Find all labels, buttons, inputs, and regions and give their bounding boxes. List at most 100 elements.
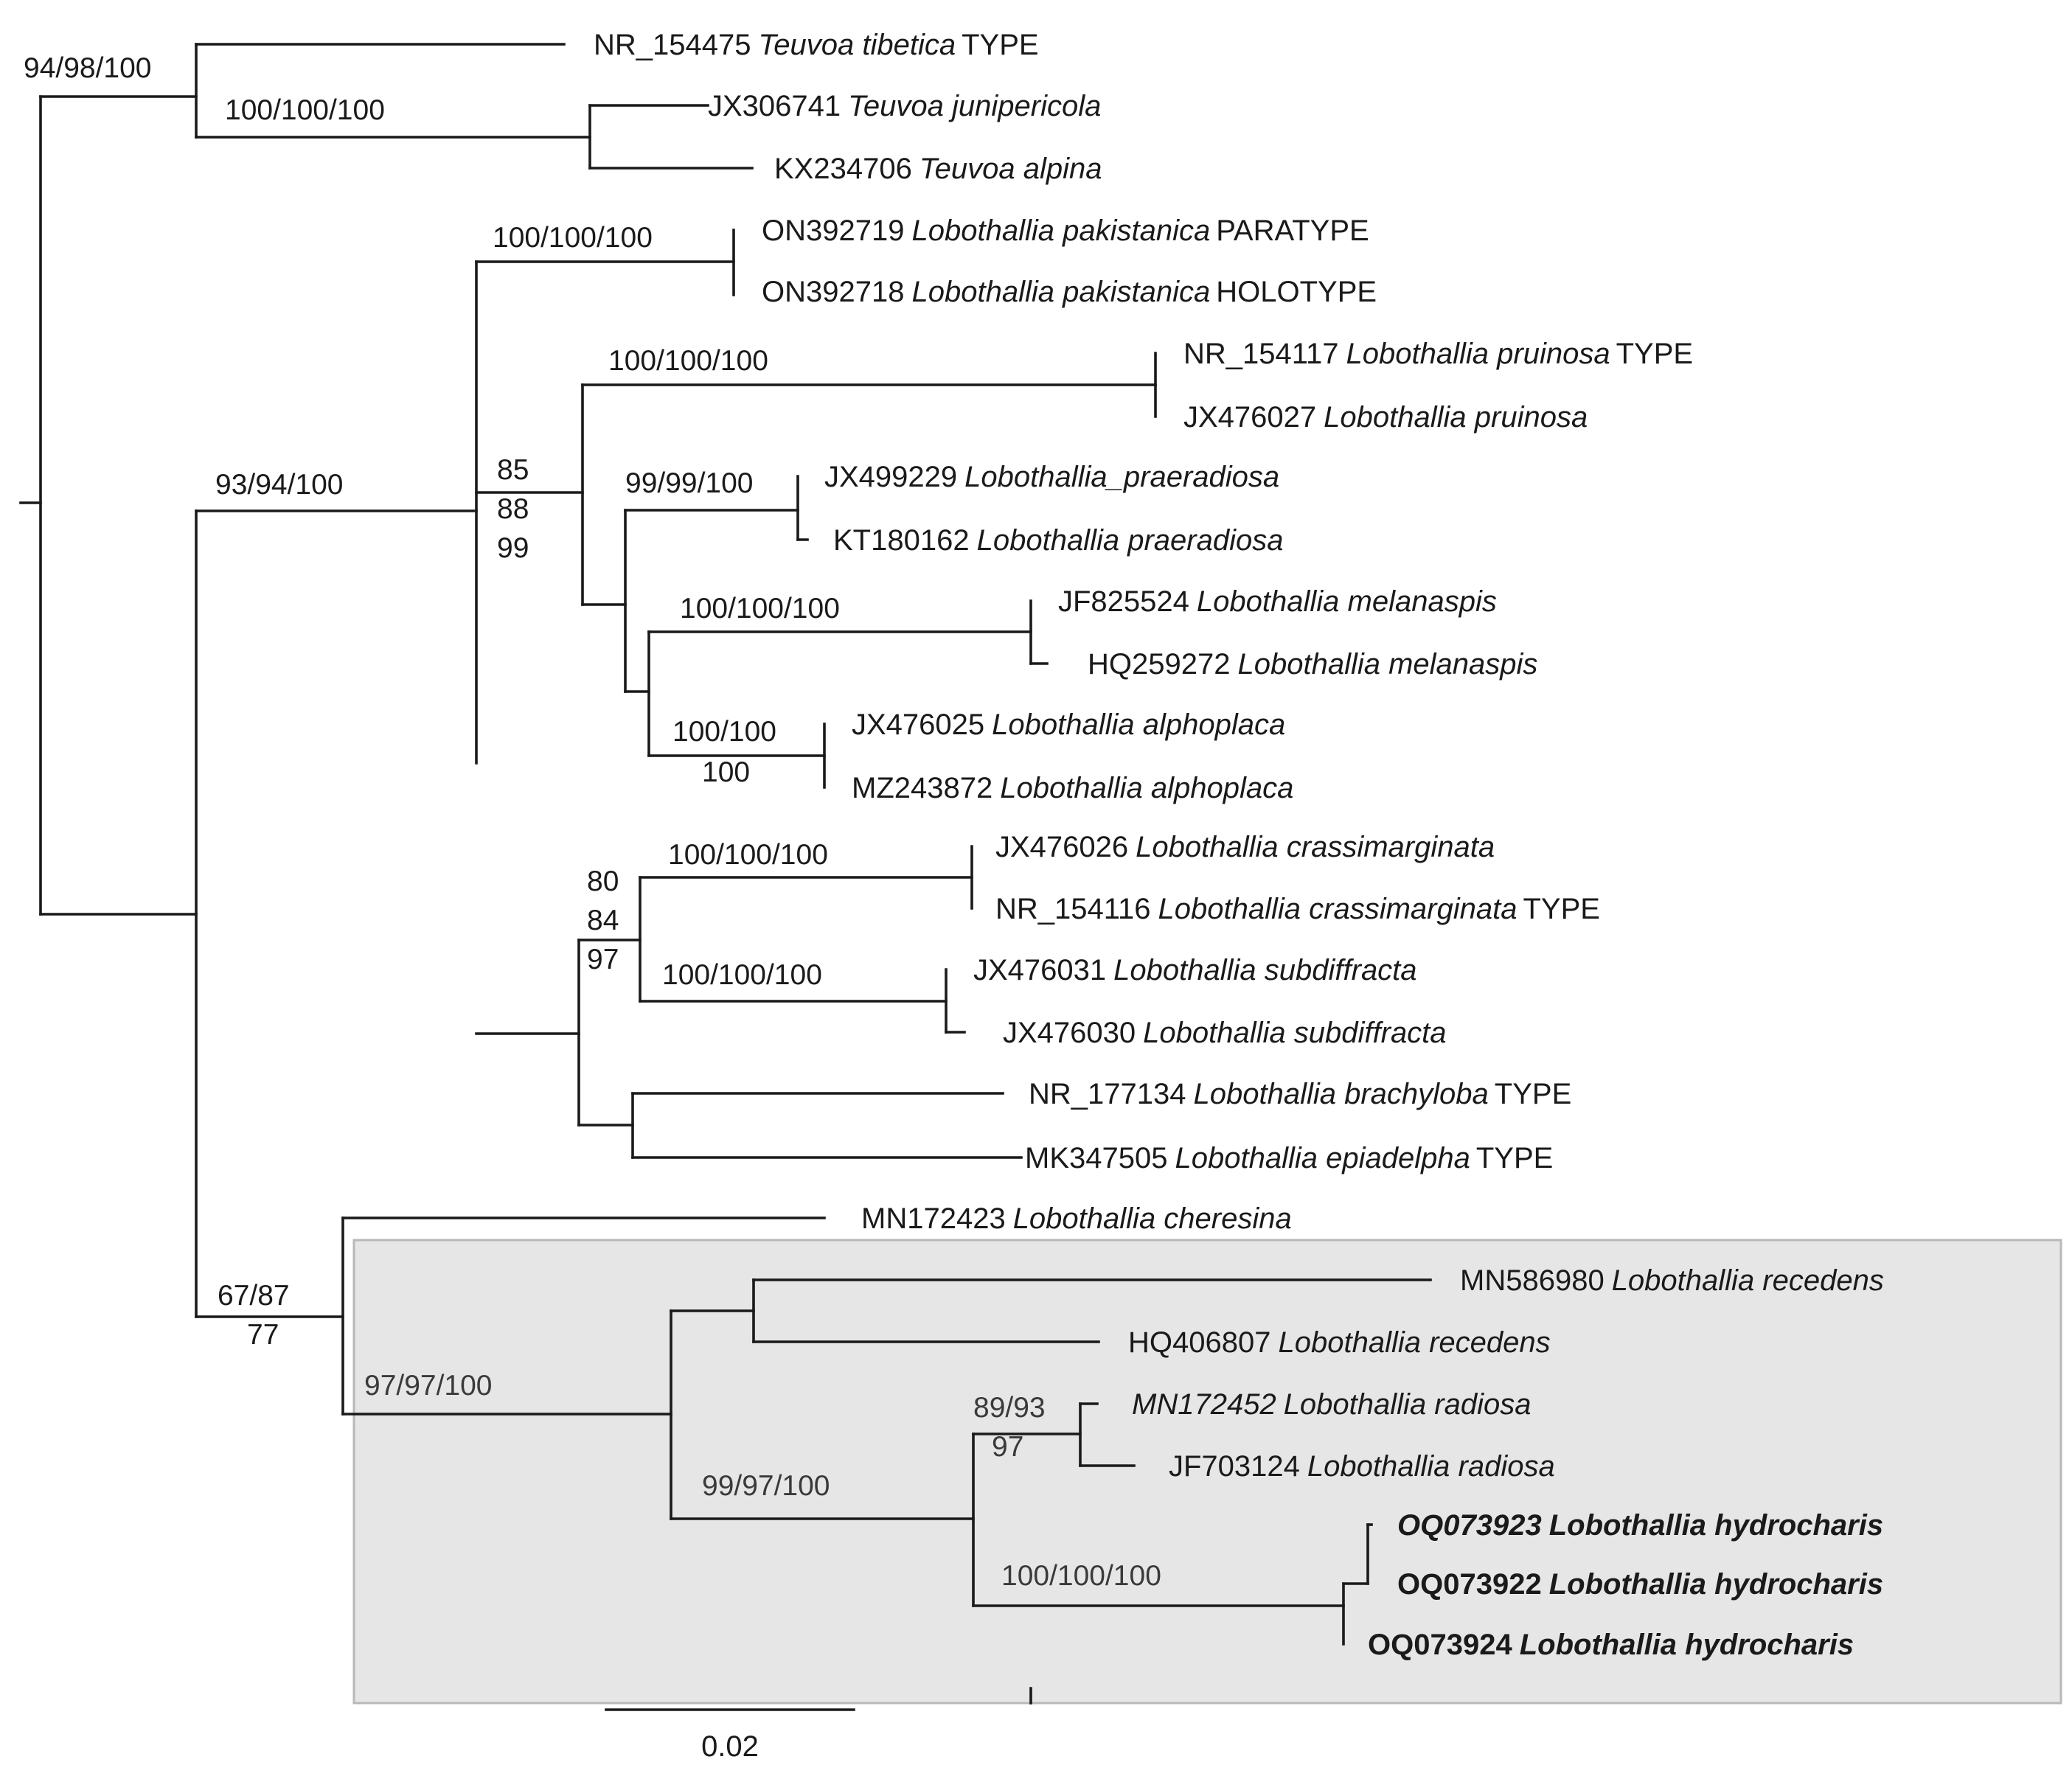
tip-accession: JF703124 — [1169, 1450, 1300, 1483]
tip-accession: KX234706 — [774, 153, 912, 185]
support-value: 99/99/100 — [625, 467, 754, 499]
tip-accession: NR_154117 — [1183, 338, 1339, 370]
support-value: 97 — [587, 944, 619, 975]
tip-accession: NR_154116 — [995, 893, 1151, 925]
tip-species-name: Lobothallia praeradiosa — [977, 524, 1284, 557]
tip-species-name: Lobothallia pakistanica — [911, 276, 1210, 308]
tip-species-name: Lobothallia melanaspis — [1197, 585, 1497, 618]
tip-species-name: Lobothallia alphoplaca — [992, 709, 1285, 741]
tip-type-status: HOLOTYPE — [1216, 276, 1377, 308]
support-value: 100/100/100 — [668, 839, 828, 871]
tip-type-status: TYPE — [1476, 1142, 1553, 1174]
support-value: 100/100/100 — [680, 593, 840, 624]
support-value: 100/100/100 — [662, 959, 822, 991]
tip-species-name: Lobothallia radiosa — [1284, 1388, 1532, 1421]
tip-species-name: Lobothallia cheresina — [1013, 1202, 1292, 1235]
tip-species-name: Teuvoa alpina — [919, 153, 1102, 185]
tip-type-status: TYPE — [1616, 338, 1693, 370]
support-value: 89/93 — [973, 1392, 1046, 1424]
support-value: 93/94/100 — [215, 469, 344, 501]
tip-accession: ON392718 — [762, 276, 904, 308]
tip-species-name: Lobothallia pruinosa — [1324, 401, 1588, 434]
support-value: 97/97/100 — [364, 1370, 493, 1402]
support-value: 84 — [587, 905, 619, 936]
tree-branches — [19, 43, 1432, 1646]
tip-species-name: Lobothallia pruinosa — [1346, 338, 1610, 370]
tip-accession: MK347505 — [1025, 1142, 1167, 1174]
tip-type-status: TYPE — [962, 29, 1038, 61]
tip-species-name: Lobothallia hydrocharis — [1520, 1629, 1854, 1661]
tip-species-name: Lobothallia crassimarginata — [1136, 831, 1495, 863]
tip-species-name: Lobothallia pakistanica — [911, 215, 1210, 247]
support-value: 100 — [702, 756, 750, 788]
support-value: 97 — [992, 1431, 1023, 1463]
tip-species-name: Lobothallia brachyloba — [1194, 1078, 1489, 1110]
tip-species-name: Lobothallia alphoplaca — [1000, 772, 1293, 804]
tip-accession: MN172423 — [861, 1202, 1006, 1235]
support-values: 94/98/100100/100/10093/94/100100/100/100… — [24, 52, 1161, 1592]
support-value: 100/100/100 — [608, 345, 768, 377]
tip-type-status: TYPE — [1495, 1078, 1571, 1110]
tip-species-name: Lobothallia crassimarginata — [1158, 893, 1518, 925]
tip-species-name: Lobothallia recedens — [1612, 1264, 1884, 1297]
tip-accession: JX476027 — [1183, 401, 1316, 434]
support-value: 85 — [497, 454, 529, 486]
tip-type-status: TYPE — [1523, 893, 1599, 925]
tip-species-name: Teuvoa tibetica — [759, 29, 956, 61]
support-value: 99 — [497, 532, 529, 564]
tip-accession: JF825524 — [1058, 585, 1189, 618]
tip-species-name: Lobothallia epiadelpha — [1175, 1142, 1470, 1174]
tip-accession: KT180162 — [833, 524, 970, 557]
tip-accession: JX476031 — [973, 954, 1106, 986]
tip-accession: ON392719 — [762, 215, 904, 247]
tip-accession: HQ406807 — [1128, 1326, 1270, 1359]
tip-type-status: PARATYPE — [1216, 215, 1369, 247]
support-value: 100/100/100 — [225, 94, 385, 126]
support-value: 77 — [247, 1319, 279, 1351]
support-value: 100/100/100 — [493, 222, 653, 254]
tip-accession: NR_177134 — [1029, 1078, 1186, 1110]
scale-bar-label: 0.02 — [701, 1730, 759, 1763]
tip-accession: JX476026 — [995, 831, 1128, 863]
tip-accession: HQ259272 — [1088, 648, 1230, 680]
tip-species-name: Lobothallia subdiffracta — [1113, 954, 1416, 986]
highlight-box-hydrocharis-clade — [352, 1239, 2062, 1705]
support-value: 67/87 — [218, 1280, 290, 1312]
tip-species-name: Lobothallia radiosa — [1307, 1450, 1555, 1483]
support-value: 100/100 — [672, 716, 776, 748]
tip-species-name: Lobothallia hydrocharis — [1549, 1568, 1883, 1601]
tip-accession: MN586980 — [1460, 1264, 1605, 1297]
tip-species-name: Teuvoa junipericola — [848, 90, 1101, 122]
tip-accession: OQ073922 — [1397, 1568, 1542, 1601]
tip-species-name: Lobothallia melanaspis — [1237, 648, 1537, 680]
support-value: 100/100/100 — [1001, 1560, 1161, 1592]
tip-accession: JX476025 — [852, 709, 984, 741]
